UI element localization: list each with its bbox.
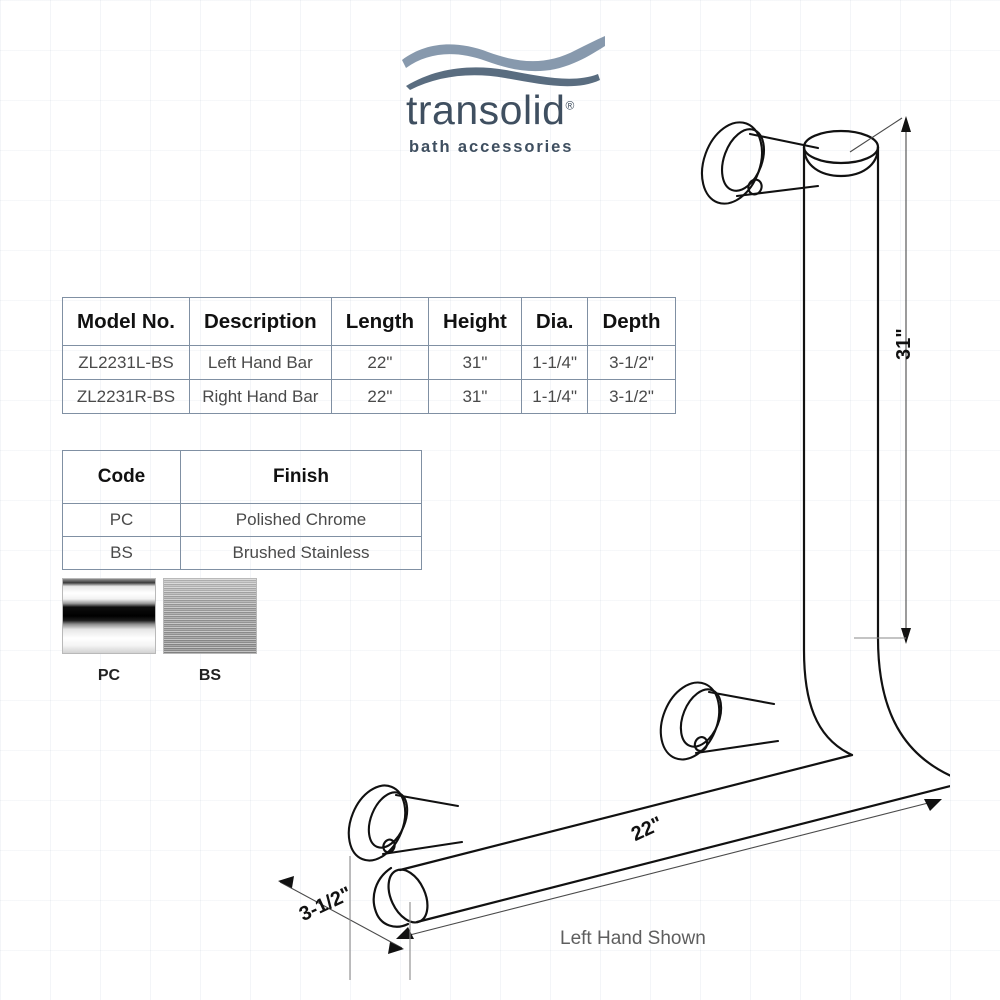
grab-bar-body	[372, 129, 950, 928]
cell-depth: 3-1/2"	[587, 379, 676, 414]
col-dia: Dia.	[520, 297, 589, 346]
col-code: Code	[62, 450, 181, 504]
logo-wave-upper	[402, 36, 605, 72]
height-arrow-top	[901, 116, 911, 132]
diagonal-tube-lower-edge	[398, 753, 854, 872]
middle-mounting-flange	[659, 681, 780, 761]
cell-height: 31"	[428, 379, 522, 414]
table-row: ZL2231L-BS Left Hand Bar 22" 31" 1-1/4" …	[62, 345, 676, 380]
table-row: ZL2231R-BS Right Hand Bar 22" 31" 1-1/4"…	[62, 379, 676, 414]
registered-trademark-icon: ®	[565, 98, 575, 113]
specification-table: Model No. Description Length Height Dia.…	[62, 297, 676, 414]
polished-chrome-swatch-group: PC	[62, 578, 156, 685]
cell-description: Right Hand Bar	[188, 379, 332, 414]
table-header-row: Code Finish	[62, 450, 422, 504]
table-row: BS Brushed Stainless	[62, 536, 422, 570]
table-row: PC Polished Chrome	[62, 503, 422, 537]
cell-dia: 1-1/4"	[520, 379, 589, 414]
cell-code: BS	[62, 536, 181, 570]
logo-wordmark: transolid®	[406, 90, 610, 131]
col-finish: Finish	[180, 450, 422, 504]
top-mounting-flange	[700, 121, 820, 205]
grab-bar-isometric-view	[278, 116, 950, 980]
col-depth: Depth	[587, 297, 676, 346]
length-dimension-line	[397, 799, 941, 939]
diagonal-tube-upper-edge	[415, 784, 950, 924]
cell-code: PC	[62, 503, 181, 537]
cell-model-no: ZL2231R-BS	[62, 379, 190, 414]
col-height: Height	[428, 297, 522, 346]
depth-dimension-line	[279, 881, 403, 949]
brushed-stainless-swatch-label: BS	[198, 667, 222, 684]
height-arrow-bottom	[901, 628, 911, 644]
transolid-logo: transolid® bath accessories	[400, 34, 610, 164]
brushed-stainless-swatch	[163, 578, 257, 654]
logo-tagline: bath accessories	[409, 138, 574, 156]
col-description: Description	[188, 297, 332, 346]
polished-chrome-swatch-label: PC	[97, 667, 121, 684]
cell-description: Left Hand Bar	[188, 345, 332, 380]
length-arrow-right	[924, 799, 942, 811]
lower-mounting-flange	[347, 784, 464, 862]
cell-model-no: ZL2231L-BS	[62, 345, 190, 380]
col-length: Length	[330, 297, 430, 346]
height-leader-line	[849, 117, 903, 153]
cell-finish: Brushed Stainless	[180, 536, 422, 570]
logo-wordmark-text: transolid	[406, 87, 566, 133]
finish-code-table: Code Finish PC Polished Chrome BS Brushe…	[62, 450, 422, 570]
logo-wave-graphic	[402, 36, 605, 90]
tube-end-cap	[387, 868, 429, 924]
table-header-row: Model No. Description Length Height Dia.…	[62, 297, 676, 346]
depth-arrow-left	[278, 876, 294, 888]
brushed-stainless-swatch-group: BS	[163, 578, 257, 685]
drawing-caption: Left Hand Shown	[560, 928, 706, 949]
polished-chrome-swatch	[62, 578, 156, 654]
logo-wave-lower	[406, 67, 600, 90]
length-arrow-left	[396, 927, 414, 939]
grab-bar-technical-drawing	[250, 90, 950, 980]
depth-arrow-right	[388, 942, 404, 954]
cell-finish: Polished Chrome	[180, 503, 422, 537]
height-dimension-label: 31"	[893, 328, 915, 360]
dimension-lines	[278, 116, 942, 980]
cell-depth: 3-1/2"	[587, 345, 676, 380]
cell-length: 22"	[330, 379, 430, 414]
cell-length: 22"	[330, 345, 430, 380]
col-model-no: Model No.	[62, 297, 190, 346]
